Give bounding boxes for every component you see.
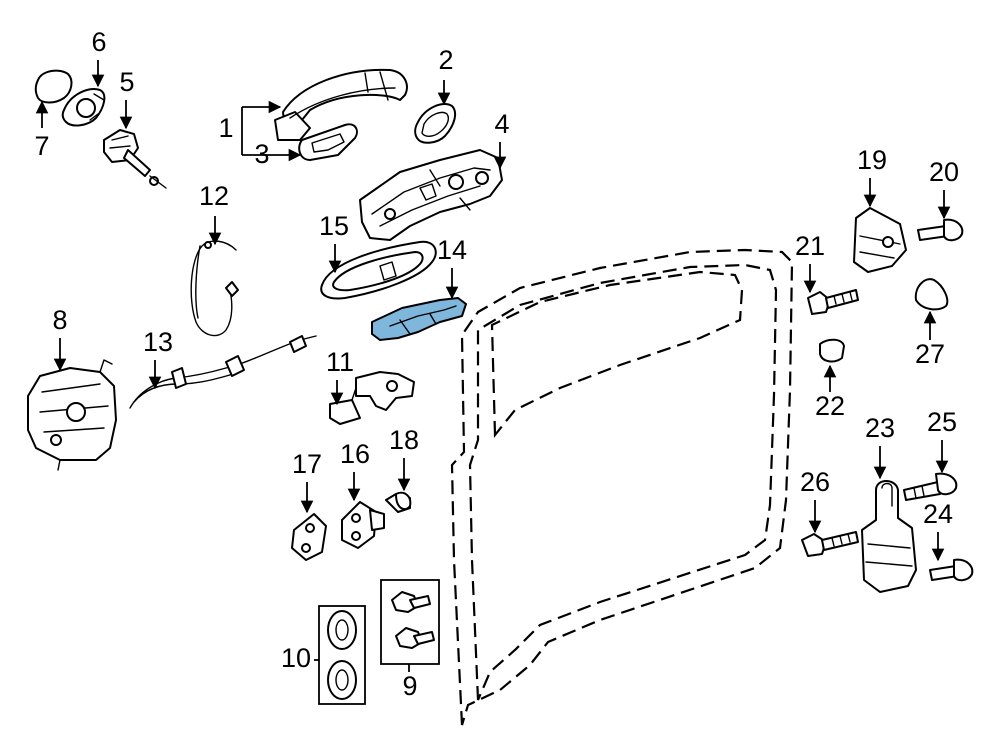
hinge-plug-22 [819,338,845,363]
outside-handle [274,68,408,141]
inside-handle-bezel [320,240,437,300]
door-shell-outline [450,248,794,726]
hinge-bolt-24 [929,558,974,582]
release-cable-upper [190,240,239,337]
callout-1[interactable]: 1 [218,113,233,143]
leader-lines [35,60,951,672]
callout-17[interactable]: 17 [292,449,322,479]
callout-25[interactable]: 25 [927,407,957,437]
lock-cylinder [103,129,167,189]
callout-9[interactable]: 9 [402,671,417,701]
callout-21[interactable]: 21 [795,231,825,261]
callout-16[interactable]: 16 [340,439,370,469]
door-striker [341,501,385,549]
callout-2[interactable]: 2 [438,45,453,75]
lower-hinge [861,480,917,593]
callout-15[interactable]: 15 [319,211,349,241]
callout-18[interactable]: 18 [389,425,419,455]
hinge-bolt-26 [801,531,859,557]
callout-10[interactable]: 10 [281,643,311,673]
spacer-plate [291,513,327,561]
callout-24[interactable]: 24 [923,499,953,529]
upper-hinge [853,207,907,273]
grommet-set-box [318,605,366,705]
handle-bracket [359,149,503,241]
cap-gasket [414,103,457,144]
cylinder-cover [34,69,73,104]
callout-26[interactable]: 26 [800,467,830,497]
hinge-cap-27 [914,278,949,311]
inside-handle-body [371,297,467,341]
callout-7[interactable]: 7 [34,131,49,161]
striker-bolt [385,491,412,513]
callout-19[interactable]: 19 [857,145,887,175]
handle-mount-bracket [329,371,415,425]
cylinder-bezel [61,88,106,127]
callout-12[interactable]: 12 [199,181,229,211]
callout-6[interactable]: 6 [91,27,106,57]
callout-labels: 1 2 3 4 5 6 7 8 9 10 11 12 13 14 15 16 1… [34,27,959,701]
door-latch [27,359,117,471]
callout-8[interactable]: 8 [52,305,67,335]
callout-11[interactable]: 11 [326,347,354,377]
callout-20[interactable]: 20 [929,157,959,187]
callout-23[interactable]: 23 [865,413,895,443]
callout-3[interactable]: 3 [254,139,269,169]
inside-handle-highlighted [371,297,467,341]
hinge-bolt-25 [903,472,958,501]
callout-22[interactable]: 22 [815,391,845,421]
callout-27[interactable]: 27 [915,339,945,369]
hinge-bolt-20 [917,218,964,242]
callout-13[interactable]: 13 [143,327,173,357]
bolt-set-box [380,579,440,665]
callout-5[interactable]: 5 [119,67,134,97]
callout-4[interactable]: 4 [494,109,509,139]
hinge-bolt-21 [807,289,859,315]
callout-14[interactable]: 14 [437,235,467,265]
